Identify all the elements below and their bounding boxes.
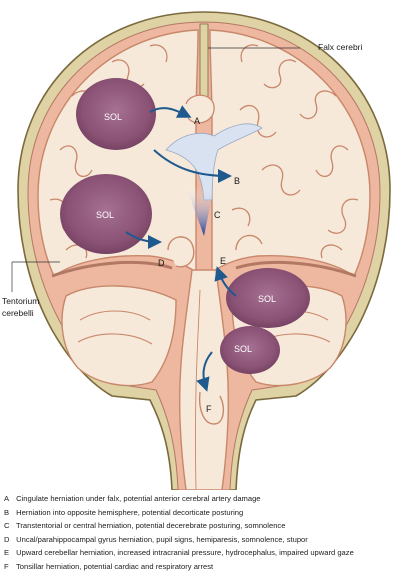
legend-key: B	[4, 507, 10, 517]
legend-text: Uncal/parahippocampal gyrus herniation, …	[16, 534, 308, 544]
falx-label: Falx cerebri	[318, 42, 363, 52]
uncus	[167, 236, 195, 268]
label-e: E	[220, 256, 226, 266]
label-f: F	[206, 404, 212, 414]
arrow-e	[214, 266, 237, 297]
falx-cerebri	[199, 23, 209, 103]
right-hemisphere	[209, 29, 371, 278]
herniation-diagram: Falx cerebri Tentorium cerebelli SOL SOL…	[2, 11, 391, 490]
legend-text: Transtentorial or central herniation, po…	[15, 521, 286, 531]
legend-item: E Upward cerebellar herniation, increase…	[4, 546, 408, 560]
cingulate-gyrus	[185, 94, 215, 124]
sol-cerebellar-lower	[220, 326, 280, 374]
left-cerebellum	[61, 285, 177, 387]
tentorium-label-line1: Tentorium	[2, 296, 39, 306]
legend-key: A	[4, 494, 10, 503]
label-a: A	[194, 116, 200, 126]
sol-label: SOL	[234, 344, 252, 354]
legend-text: Cingulate herniation under falx, potenti…	[16, 494, 261, 503]
tentorium-label-line2: cerebelli	[2, 308, 34, 318]
legend-key: D	[4, 534, 10, 544]
legend-key: C	[4, 521, 10, 531]
arrow-d	[125, 231, 162, 249]
legend-key: F	[4, 561, 9, 571]
arrow-f	[196, 351, 213, 392]
sol-cerebellar-upper	[226, 268, 310, 328]
label-c: C	[214, 210, 221, 220]
legend: A Cingulate herniation under falx, poten…	[4, 492, 408, 574]
central-herniation-wedge	[186, 186, 214, 236]
legend-item: C Transtentorial or central herniation, …	[4, 519, 408, 533]
label-d: D	[158, 258, 165, 268]
tentorium-cerebelli	[51, 261, 173, 278]
sol-label: SOL	[96, 210, 114, 220]
legend-text: Tonsillar herniation, potential cardiac …	[15, 561, 214, 571]
legend-item: B Herniation into opposite hemisphere, p…	[4, 506, 408, 520]
legend-item: A Cingulate herniation under falx, poten…	[4, 492, 408, 506]
cerebellar-tonsil	[198, 391, 225, 425]
arrow-b	[153, 149, 232, 183]
legend-item: D Uncal/parahippocampal gyrus herniation…	[4, 533, 408, 547]
legend-text: Herniation into opposite hemisphere, pot…	[16, 507, 244, 517]
legend-item: F Tonsillar herniation, potential cardia…	[4, 560, 408, 574]
legend-text: Upward cerebellar herniation, increased …	[16, 548, 354, 558]
arrow-a	[149, 105, 192, 118]
label-b: B	[234, 176, 240, 186]
legend-key: E	[4, 548, 10, 558]
sol-label: SOL	[104, 112, 122, 122]
sol-frontal	[76, 78, 156, 150]
sol-label: SOL	[258, 294, 276, 304]
